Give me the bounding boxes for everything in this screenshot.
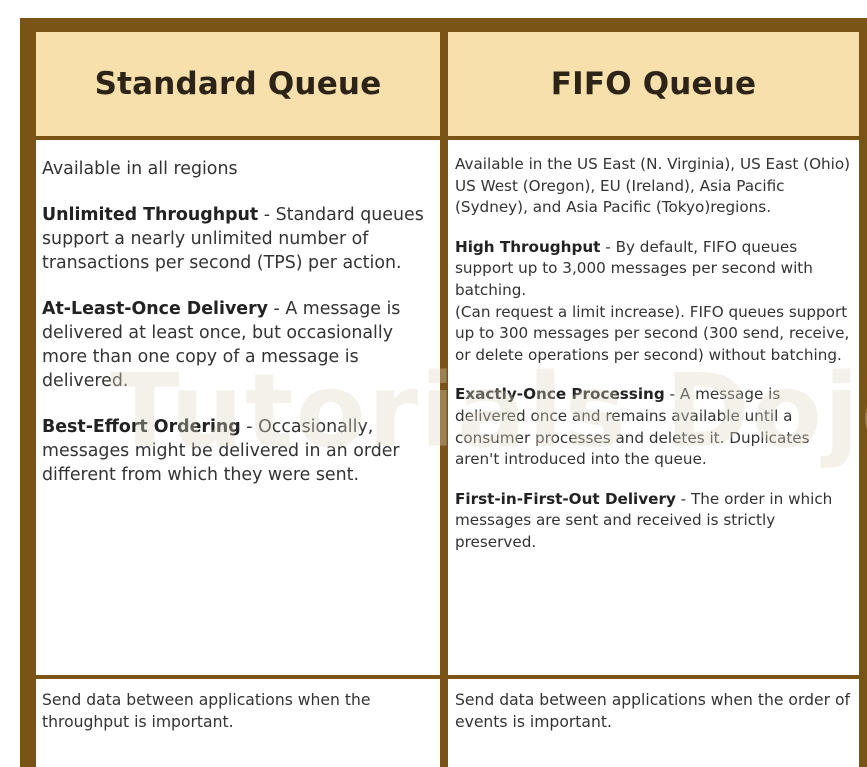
feature-title: First-in-First-Out Delivery [455, 489, 676, 508]
comparison-table-frame: Standard Queue FIFO Queue Available in a… [20, 18, 867, 767]
standard-feature-delivery: At-Least-Once Delivery - A message is de… [42, 297, 430, 393]
feature-title: Best-Effort Ordering [42, 417, 241, 437]
feature-title: High Throughput [455, 237, 601, 256]
feature-text: - The order in which messages are sent a… [455, 489, 833, 551]
fifo-feature-processing: Exactly-Once Processing - A message is d… [455, 384, 855, 470]
standard-queue-details: Available in all regions Unlimited Throu… [36, 140, 440, 675]
fifo-feature-delivery: First-in-First-Out Delivery - The order … [455, 489, 855, 554]
standard-feature-throughput: Unlimited Throughput - Standard queues s… [42, 203, 430, 275]
feature-text: - Standard queues support a nearly unlim… [42, 205, 424, 273]
standard-availability: Available in all regions [42, 159, 238, 179]
header-standard-queue: Standard Queue [36, 32, 440, 136]
feature-title: Exactly-Once Processing [455, 385, 665, 404]
fifo-availability: Available in the US East (N. Virginia), … [455, 155, 851, 217]
feature-text: - Occasionally, messages might be delive… [42, 417, 400, 485]
feature-extra-text: (Can request a limit increase). FIFO que… [455, 302, 850, 364]
standard-use-case: Send data between applications when the … [36, 679, 440, 767]
standard-feature-ordering: Best-Effort Ordering - Occasionally, mes… [42, 415, 430, 487]
feature-title: At-Least-Once Delivery [42, 299, 269, 319]
fifo-feature-throughput: High Throughput - By default, FIFO queue… [455, 237, 855, 367]
feature-text: - A message is delivered once and remain… [455, 385, 810, 469]
feature-text: - A message is delivered at least once, … [42, 299, 401, 391]
fifo-use-case: Send data between applications when the … [448, 679, 859, 767]
feature-title: Unlimited Throughput [42, 205, 259, 225]
feature-text: - By default, FIFO queues support up to … [455, 237, 813, 299]
fifo-queue-details: Available in the US East (N. Virginia), … [448, 140, 859, 675]
header-fifo-queue: FIFO Queue [448, 32, 859, 136]
comparison-table: Standard Queue FIFO Queue Available in a… [36, 32, 859, 767]
